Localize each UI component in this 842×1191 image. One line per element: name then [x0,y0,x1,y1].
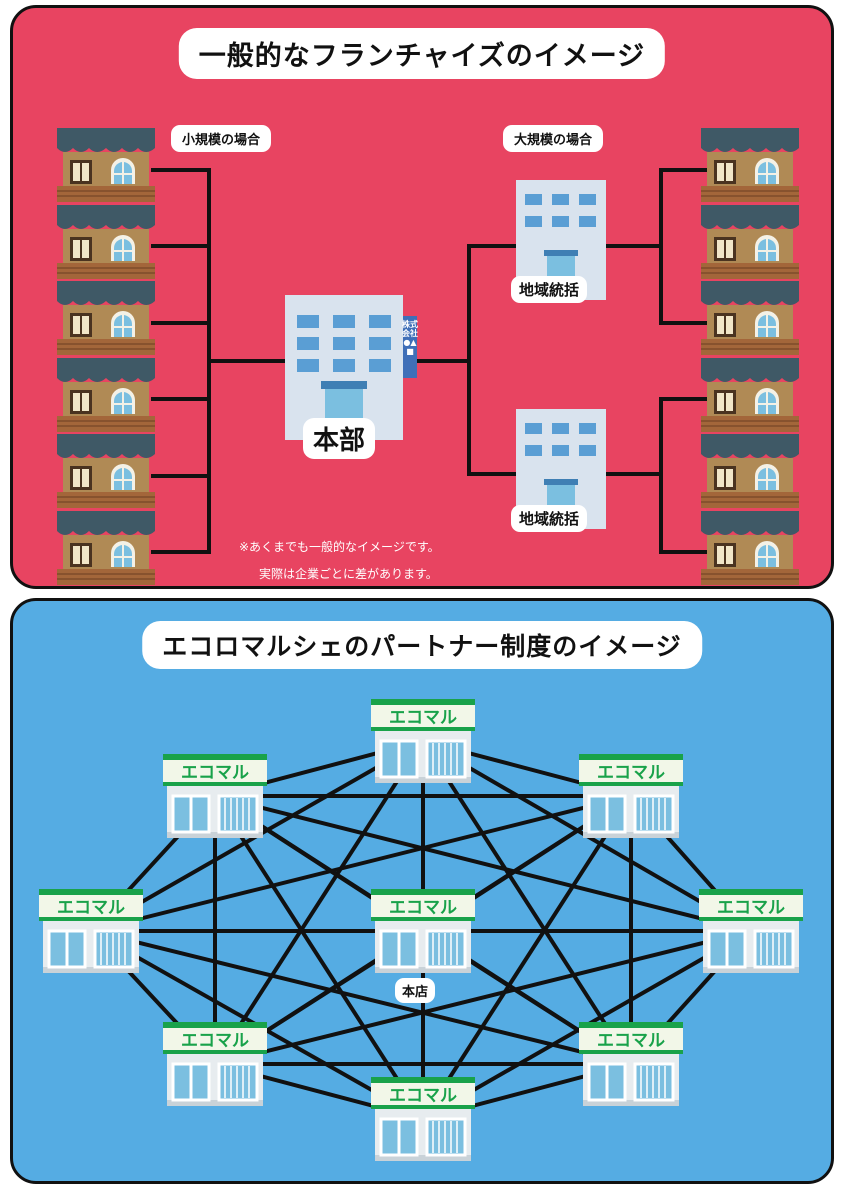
store-sign-text: エコマル [389,1086,457,1106]
hub-store-icon: エコマル [371,889,475,973]
hub-label: 本店 [395,978,436,1003]
small-scale-label: 小規模の場合 [171,125,272,152]
note-line-2: 実際は企業ごとに差があります。 [259,567,438,581]
regional-label-1: 地域統括 [511,276,588,303]
partner-store-icon: エコマル [699,889,803,973]
partner-store-icon: エコマル [163,1022,267,1106]
partner-store-icon: エコマル [579,1022,683,1106]
network-link [90,929,632,1066]
store-sign-text: エコマル [389,708,457,728]
general-franchise-title: 一般的なフランチャイズのイメージ [178,28,666,79]
partner-store-icon: エコマル [163,754,267,838]
large-scale-shops [700,127,800,586]
partner-store-icon: エコマル [371,699,475,783]
store-sign-text: エコマル [181,1031,249,1051]
left-tree-lines [151,168,713,554]
shop-icon [700,357,800,433]
company-sign-text: 株式会社●▲■ [402,320,418,356]
shop-icon [56,280,156,356]
store-sign-text: エコマル [597,763,665,783]
shop-icon [56,510,156,586]
partner-system-title: エコロマルシェのパートナー制度のイメージ [142,621,702,669]
general-franchise-panel: 一般的なフランチャイズのイメージ [10,5,834,589]
partner-network-diagram: エコマルエコマルエコマルエコマルエコマルエコマルエコマルエコマルエコマル [39,699,803,1161]
network-stores: エコマルエコマルエコマルエコマルエコマルエコマルエコマルエコマルエコマル [39,699,803,1161]
partner-store-icon: エコマル [371,1077,475,1161]
shop-icon [700,433,800,509]
company-signboard [403,316,417,378]
store-sign-text: エコマル [57,898,125,918]
store-sign-text: エコマル [597,1031,665,1051]
headquarters-label: 本部 [303,418,376,459]
small-scale-shops [56,127,156,586]
partner-store-icon: エコマル [579,754,683,838]
partner-system-panel: エコロマルシェのパートナー制度のイメージ エコマルエコマルエコマルエコマルエコマ… [10,598,834,1184]
regional-label-2: 地域統括 [511,505,588,532]
network-link [214,929,752,1066]
shop-icon [700,280,800,356]
shop-icon [700,127,800,203]
large-scale-label: 大規模の場合 [503,125,604,152]
store-sign-text: エコマル [389,898,457,918]
store-sign-text: エコマル [181,763,249,783]
store-sign-text: エコマル [717,898,785,918]
partner-store-icon: エコマル [39,889,143,973]
shop-icon [56,357,156,433]
network-link [214,794,752,933]
shop-icon [56,204,156,280]
shop-icon [56,127,156,203]
shop-icon [700,510,800,586]
franchise-diagram [56,127,800,586]
shop-icon [56,433,156,509]
network-link [90,794,632,933]
note-line-1: ※あくまでも一般的なイメージです。 [239,540,440,554]
shop-icon [700,204,800,280]
